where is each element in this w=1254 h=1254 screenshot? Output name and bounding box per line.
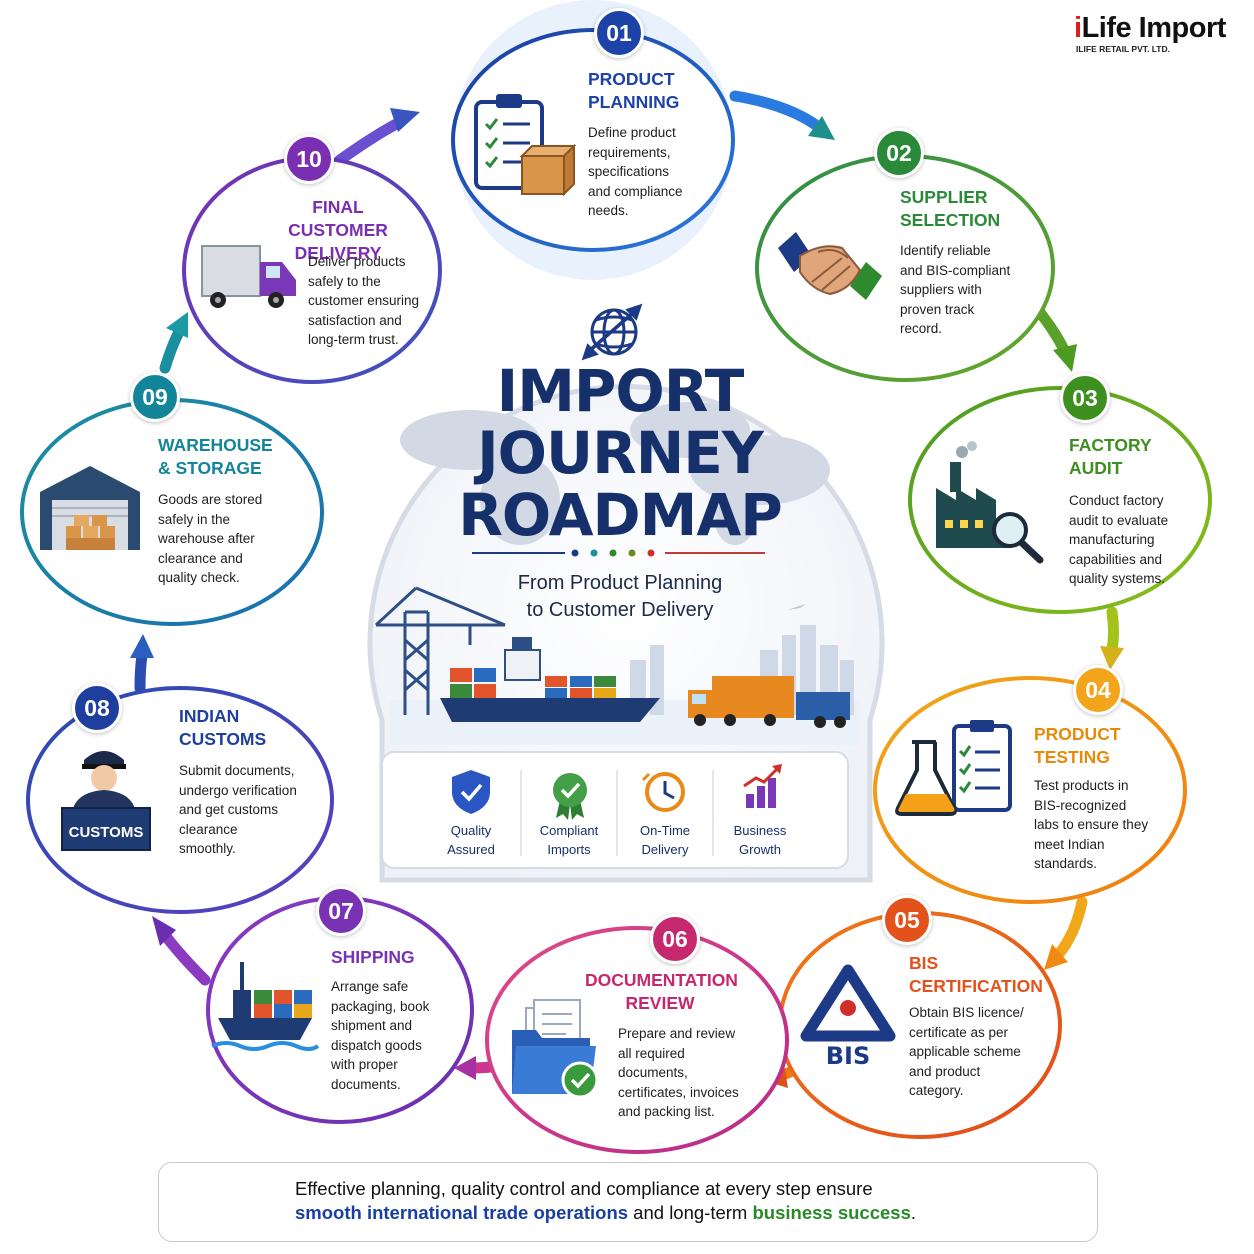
step-03-title: FACTORY AUDIT — [1069, 435, 1152, 478]
cargo-ship-icon — [211, 962, 320, 1051]
step-08-circle — [26, 686, 334, 914]
center-hub — [367, 303, 885, 883]
brand-subtitle: ILIFE RETAIL PVT. LTD. — [1076, 44, 1170, 54]
main-subtitle: From Product Planning to Customer Delive… — [517, 572, 723, 621]
step-04-title: PRODUCT TESTING — [1034, 724, 1121, 767]
bis-logo-icon: BIS — [800, 964, 896, 1070]
globe-arrows-icon — [581, 303, 643, 361]
step-06-description: Prepare and review all required document… — [618, 1026, 739, 1120]
step-08-title: INDIAN CUSTOMS — [179, 706, 267, 749]
step-06-circle — [485, 926, 789, 1154]
step-07-description: Arrange safe packaging, book shipment an… — [331, 979, 430, 1092]
main-title: IMPORT JOURNEY ROADMAP — [458, 357, 783, 549]
shield-check-icon — [452, 770, 490, 814]
customs-officer-icon: CUSTOMS — [61, 751, 151, 851]
features-box — [381, 751, 849, 869]
step-01-badge: 01 — [594, 8, 644, 58]
step-10-badge: 10 — [284, 134, 334, 184]
step-01-title: PRODUCT PLANNING — [588, 69, 680, 112]
step-09-title: WAREHOUSE & STORAGE — [158, 435, 273, 478]
step-06-title: DOCUMENTATION REVIEW — [585, 970, 738, 1013]
customs-sign-text: CUSTOMS — [69, 824, 144, 841]
brand-logo: iLife Import — [1074, 12, 1226, 44]
step-03-description: Conduct factory audit to evaluate manufa… — [1069, 493, 1169, 587]
step-04-description: Test products in BIS-recognized labs to … — [1034, 778, 1149, 872]
warehouse-icon — [40, 466, 140, 550]
handshake-icon — [778, 232, 882, 300]
title-divider — [472, 549, 765, 557]
step-05-description: Obtain BIS licence/ certificate as per a… — [909, 1005, 1024, 1099]
step-01-description: Define product requirements, specificati… — [588, 125, 683, 219]
step-09-badge: 09 — [130, 372, 180, 422]
step-03-badge: 03 — [1060, 373, 1110, 423]
step-06-badge: 06 — [650, 914, 700, 964]
step-05-badge: 05 — [882, 895, 932, 945]
factory-magnifier-icon — [936, 441, 1044, 564]
step-10-description: Deliver products safely to the customer … — [308, 254, 420, 348]
delivery-truck-icon — [201, 245, 296, 308]
step-07-title: SHIPPING — [331, 947, 415, 967]
step-03-circle — [908, 386, 1212, 614]
world-map-dots — [400, 402, 830, 545]
feature-compliant-label: Compliant Imports — [539, 823, 599, 857]
step-10-title: FINAL CUSTOMER DELIVERY — [288, 197, 388, 263]
growth-chart-icon — [743, 764, 782, 808]
step-07-badge: 07 — [316, 886, 366, 936]
step-05-title: BIS CERTIFICATION — [909, 953, 1043, 996]
step-08-badge: 08 — [72, 683, 122, 733]
step-02-title: SUPPLIER SELECTION — [900, 187, 1001, 230]
footer-line-1: Effective planning, quality control and … — [295, 1178, 873, 1199]
clipboard-box-icon — [474, 94, 577, 197]
footer-line-2: smooth international trade operations an… — [295, 1202, 916, 1223]
feature-growth-label: Business Growth — [733, 823, 787, 857]
feature-quality-label: Quality Assured — [447, 823, 495, 857]
feature-ontime-label: On-Time Delivery — [639, 823, 691, 857]
step-02-description: Identify reliable and BIS-compliant supp… — [900, 243, 1011, 337]
flask-checklist-icon — [895, 720, 1012, 816]
step-09-description: Goods are stored safely in the warehouse… — [158, 492, 263, 586]
bis-logo-text: BIS — [826, 1042, 871, 1070]
port-ship-truck-illustration — [374, 586, 860, 745]
step-08-description: Submit documents, undergo verification a… — [179, 763, 297, 857]
folder-check-icon — [512, 999, 599, 1099]
clock-icon — [641, 772, 685, 812]
step-02-badge: 02 — [874, 128, 924, 178]
footer-box — [158, 1162, 1098, 1242]
step-04-badge: 04 — [1073, 665, 1123, 715]
award-ribbon-icon — [553, 773, 587, 820]
